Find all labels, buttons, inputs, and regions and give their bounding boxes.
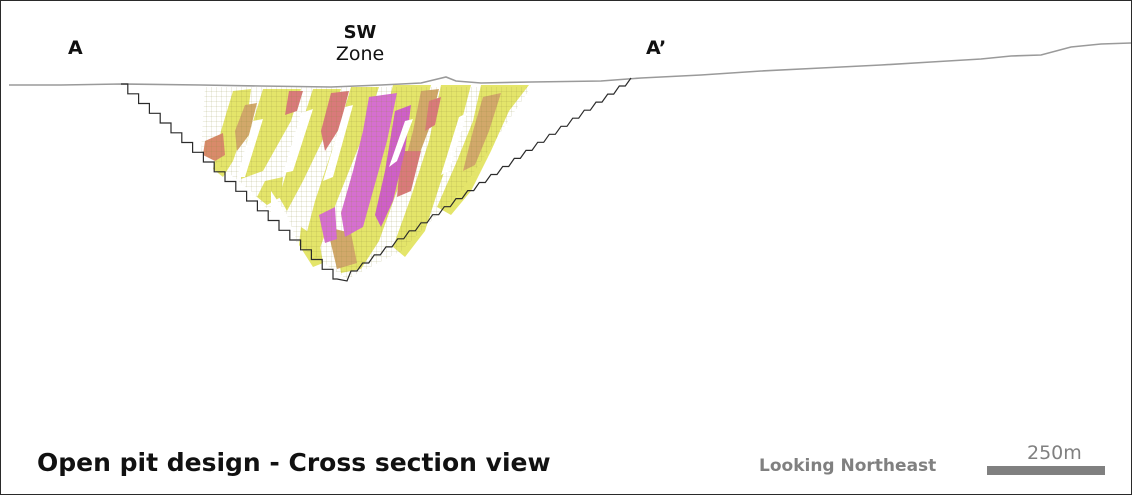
zone-label-line1: SW <box>343 22 377 43</box>
block-grid-overlay <box>201 87 531 279</box>
orientation-label: Looking Northeast <box>759 456 937 476</box>
section-start-label: A <box>68 37 83 59</box>
scale-bar-icon <box>987 466 1105 475</box>
waste-gaps <box>237 105 467 243</box>
topography-line <box>9 42 1131 88</box>
scale-label: 250m <box>1027 442 1082 464</box>
pit-shell-outline <box>121 77 632 282</box>
section-end-label: A’ <box>646 37 667 59</box>
diagram-title: Open pit design - Cross section view <box>37 448 551 477</box>
zone-label-line2: Zone <box>335 43 385 65</box>
zone-label: SW Zone <box>327 22 393 66</box>
